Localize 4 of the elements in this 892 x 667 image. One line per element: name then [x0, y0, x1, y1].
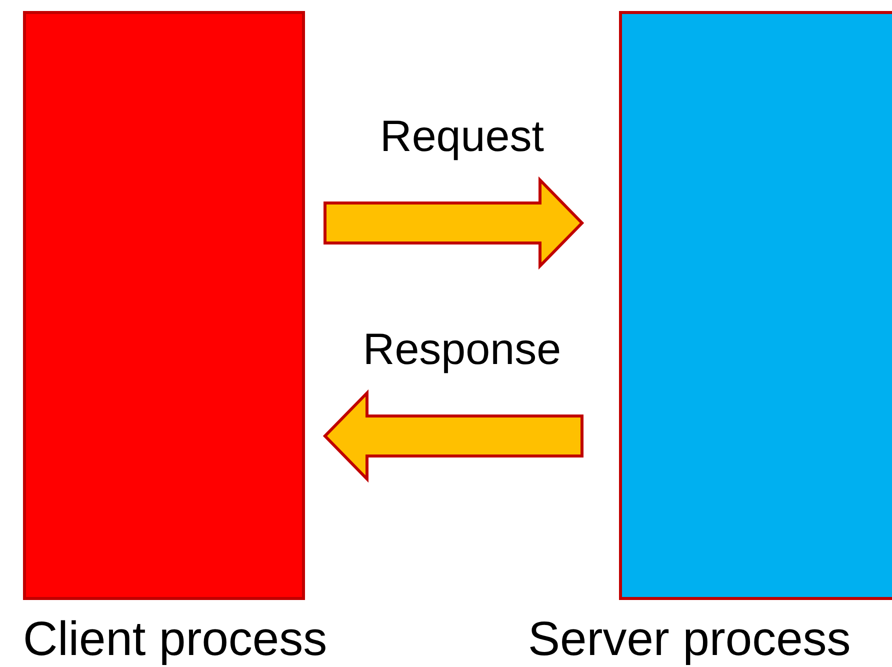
process-label: Server process	[528, 612, 851, 667]
block-arrow	[322, 389, 584, 483]
block-arrow	[324, 176, 584, 270]
process-label: Client process	[23, 612, 328, 667]
